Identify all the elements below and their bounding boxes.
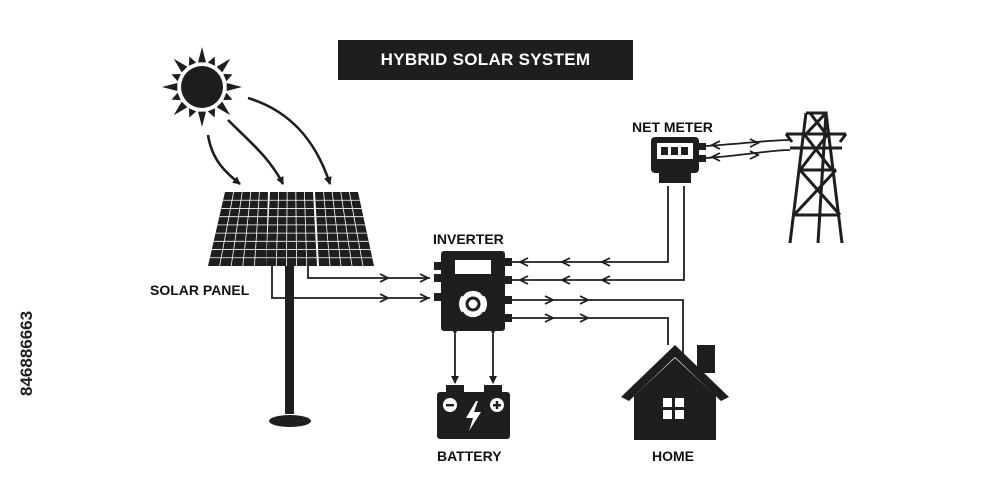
battery-icon — [437, 385, 510, 439]
sun-ray — [171, 73, 181, 82]
battery-label: BATTERY — [437, 448, 502, 464]
inverter-icon — [434, 251, 512, 331]
net-meter-label: NET METER — [632, 119, 713, 135]
stock-id-watermark: 846886663 — [17, 311, 36, 396]
panel-cell-line — [349, 191, 364, 267]
panel-cell-line — [275, 191, 279, 267]
home-wire-arrows — [544, 295, 591, 323]
inverter-to-meter-wires — [512, 186, 685, 281]
sun-ray — [207, 56, 216, 66]
panel-cell-line — [230, 191, 243, 267]
panel-wire-arrows — [379, 273, 431, 303]
panel-cell-line — [219, 191, 234, 267]
panel-cell-line — [242, 191, 252, 267]
sun-ray — [223, 92, 233, 101]
sun-ray — [173, 58, 188, 73]
panel-cell-line — [254, 191, 260, 267]
inverter-to-battery-wires — [451, 327, 497, 384]
home-label: HOME — [652, 448, 694, 464]
sun-ray — [188, 56, 197, 66]
sun-icon — [162, 47, 242, 127]
solar-panel-icon — [208, 191, 374, 427]
panel-to-inverter-wires — [271, 266, 430, 299]
panel-cell-line — [304, 191, 308, 267]
transmission-tower-icon — [784, 111, 848, 244]
tower-wire-arrows — [709, 138, 761, 162]
sun-ray — [207, 108, 216, 118]
sun-ray — [198, 47, 206, 63]
sun-ray — [188, 108, 197, 118]
sun-ray — [216, 58, 231, 73]
panel-cell-line — [323, 191, 331, 267]
panel-cell-line — [340, 191, 353, 267]
solar-panel-label: SOLAR PANEL — [150, 282, 250, 298]
sun-ray — [216, 101, 231, 116]
sunlight-arrows — [206, 96, 332, 186]
home-icon — [621, 345, 729, 440]
inverter-label: INVERTER — [433, 231, 504, 247]
sun-ray — [226, 83, 242, 91]
panel-cell-line — [295, 191, 297, 267]
sun-ray — [223, 73, 233, 82]
stock-id-text: 846886663 — [17, 311, 36, 396]
sun-ray — [198, 111, 206, 127]
inverter-to-home-wires — [512, 299, 684, 358]
sun-ray — [173, 101, 188, 116]
panel-cell-line — [286, 191, 288, 267]
meter-wire-arrows — [517, 257, 611, 285]
net-meter-icon — [651, 137, 706, 183]
sun-ray — [162, 83, 178, 91]
diagram-title: HYBRID SOLAR SYSTEM — [338, 40, 633, 80]
panel-cell-line — [331, 191, 342, 267]
sun-ray — [171, 92, 181, 101]
